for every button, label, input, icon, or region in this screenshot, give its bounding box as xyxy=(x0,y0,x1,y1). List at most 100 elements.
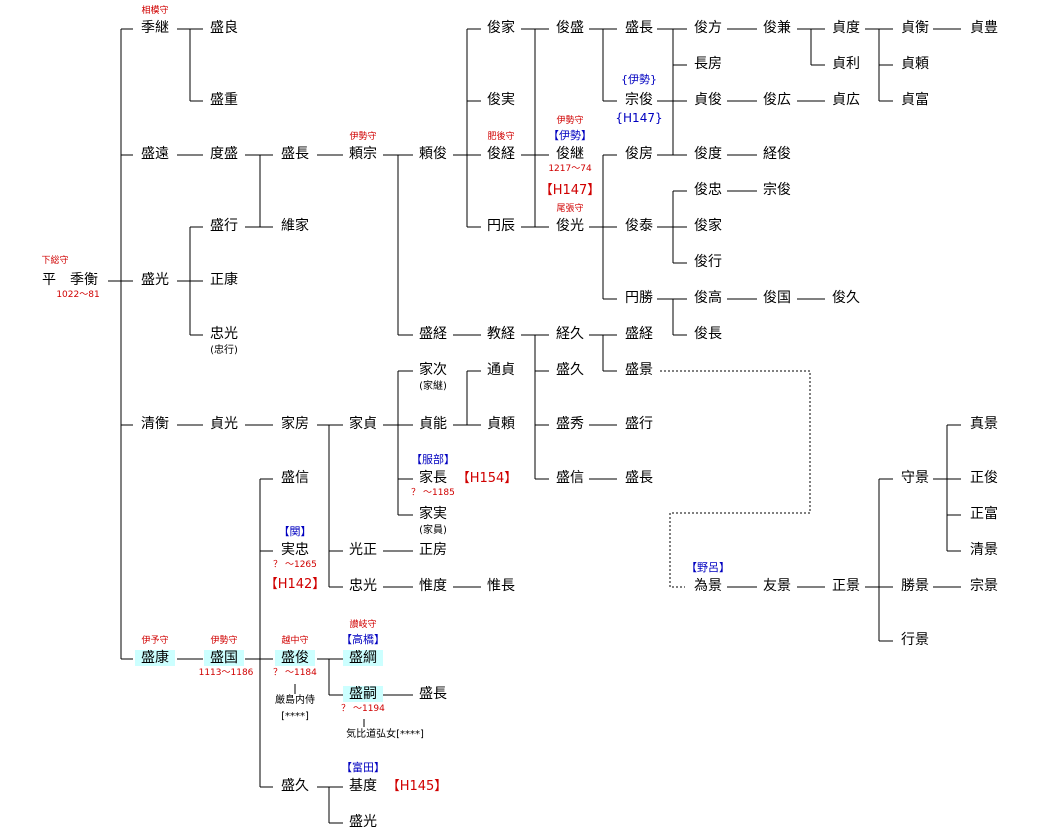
person-name: 盛綱 xyxy=(343,650,383,666)
person-name: 家実 xyxy=(419,506,447,522)
reference-code: {H147} xyxy=(615,111,663,125)
person-name: 俊高 xyxy=(694,290,722,306)
person-name: 教経 xyxy=(487,326,515,342)
person-name: 盛長 xyxy=(625,470,653,486)
office-title: 肥後守 xyxy=(487,132,515,142)
person-name: 経久 xyxy=(556,326,584,342)
office-title: 伊予守 xyxy=(141,636,169,646)
person-name: 俊房 xyxy=(625,146,653,162)
lifespan: ？ ～1184 xyxy=(273,668,317,678)
person-name: 俊泰 xyxy=(625,218,653,234)
person-name: 正康 xyxy=(210,272,238,288)
office-title: 下総守 xyxy=(41,256,69,266)
person-name: 正房 xyxy=(419,542,447,558)
reference-code: 【H154】 xyxy=(456,471,518,486)
person-name: 俊広 xyxy=(763,92,791,108)
person-name: 守景 xyxy=(901,470,929,486)
clan-label: 【関】 xyxy=(278,525,312,538)
person-name: 経俊 xyxy=(763,146,791,162)
person-name: 俊国 xyxy=(763,290,791,306)
person-name: 盛光 xyxy=(141,272,169,288)
person-name: 盛光 xyxy=(349,814,377,830)
person-name: 俊実 xyxy=(487,92,515,108)
alias-note: (家員) xyxy=(419,525,447,536)
person-name: 宗景 xyxy=(970,578,998,594)
person-name: 貞俊 xyxy=(694,92,722,108)
person-name: 盛長 xyxy=(625,20,653,36)
clan-label: 【野呂】 xyxy=(686,561,730,574)
person-name: 俊長 xyxy=(694,326,722,342)
person-name: 貞衡 xyxy=(901,20,929,36)
person-name: 盛秀 xyxy=(556,416,584,432)
reference-code: 【H145】 xyxy=(386,779,448,794)
person-name: 友景 xyxy=(763,578,791,594)
person-name: 基度 xyxy=(349,778,377,794)
person-name: 頼俊 xyxy=(419,146,447,162)
person-name: 正景 xyxy=(832,578,860,594)
person-name: 貞富 xyxy=(901,92,929,108)
office-title: 越中守 xyxy=(281,636,309,646)
reference-code: 【H142】 xyxy=(264,577,326,592)
person-name: 盛経 xyxy=(419,326,447,342)
office-title: 讃岐守 xyxy=(349,620,377,630)
office-title: 伊勢守 xyxy=(210,636,238,646)
lifespan: 1217～74 xyxy=(548,164,592,174)
person-name: 頼宗 xyxy=(349,146,377,162)
person-name: 俊盛 xyxy=(556,20,584,36)
lifespan: 1113～1186 xyxy=(198,668,254,678)
person-name: 維家 xyxy=(281,218,309,234)
person-name: 貞広 xyxy=(832,92,860,108)
person-name: 盛俊 xyxy=(275,650,315,666)
office-title: 尾張守 xyxy=(556,204,584,214)
alias-note: (家継) xyxy=(419,381,447,392)
person-name: 宗俊 xyxy=(763,182,791,198)
person-name: 度盛 xyxy=(210,146,238,162)
lifespan: ？ ～1185 xyxy=(411,488,455,498)
person-name: 俊家 xyxy=(487,20,515,36)
person-name: 俊光 xyxy=(556,218,584,234)
person-name: 実忠 xyxy=(281,542,309,558)
person-name: 宗俊 xyxy=(625,92,653,108)
person-name: 盛信 xyxy=(556,470,584,486)
person-name: 俊久 xyxy=(832,290,860,306)
person-name: 俊家 xyxy=(694,218,722,234)
office-title: 伊勢守 xyxy=(349,132,377,142)
person-name: 盛遠 xyxy=(141,146,169,162)
person-name: 貞豊 xyxy=(970,20,998,36)
person-name: 勝景 xyxy=(901,578,929,594)
person-name: 清景 xyxy=(970,542,998,558)
person-name: 貞利 xyxy=(832,56,860,72)
person-name: 家貞 xyxy=(349,416,377,432)
person-name: 行景 xyxy=(901,632,929,648)
person-name: 俊忠 xyxy=(694,182,722,198)
person-name: 貞頼 xyxy=(487,416,515,432)
person-name: 盛行 xyxy=(210,218,238,234)
spouse-note: [****] xyxy=(281,711,309,722)
person-name: 俊行 xyxy=(694,254,722,270)
lifespan: 1022～81 xyxy=(56,290,100,300)
person-name: 為景 xyxy=(694,578,722,594)
person-name: 盛景 xyxy=(625,362,653,378)
person-name: 清衡 xyxy=(141,416,169,432)
alias-note: (忠行) xyxy=(210,345,238,356)
person-name: 盛行 xyxy=(625,416,653,432)
person-name: 盛久 xyxy=(556,362,584,378)
office-title: 相模守 xyxy=(141,6,169,16)
person-name: 盛長 xyxy=(419,686,447,702)
person-name: 平 季衡 xyxy=(42,272,98,288)
spouse-note: 気比道弘女[****] xyxy=(346,729,424,740)
person-name: 真景 xyxy=(970,416,998,432)
person-name: 惟度 xyxy=(419,578,447,594)
clan-label: 【伊勢】 xyxy=(548,129,592,142)
person-name: 俊継 xyxy=(556,146,584,162)
person-name: 盛良 xyxy=(210,20,238,36)
clan-label: 【服部】 xyxy=(411,453,455,466)
person-name: 季継 xyxy=(141,20,169,36)
clan-label: 【富田】 xyxy=(341,761,385,774)
person-name: 家長 xyxy=(419,470,447,486)
person-name: 惟長 xyxy=(487,578,515,594)
person-name: 盛久 xyxy=(281,778,309,794)
person-name: 盛長 xyxy=(281,146,309,162)
lifespan: ？ ～1194 xyxy=(341,704,385,714)
